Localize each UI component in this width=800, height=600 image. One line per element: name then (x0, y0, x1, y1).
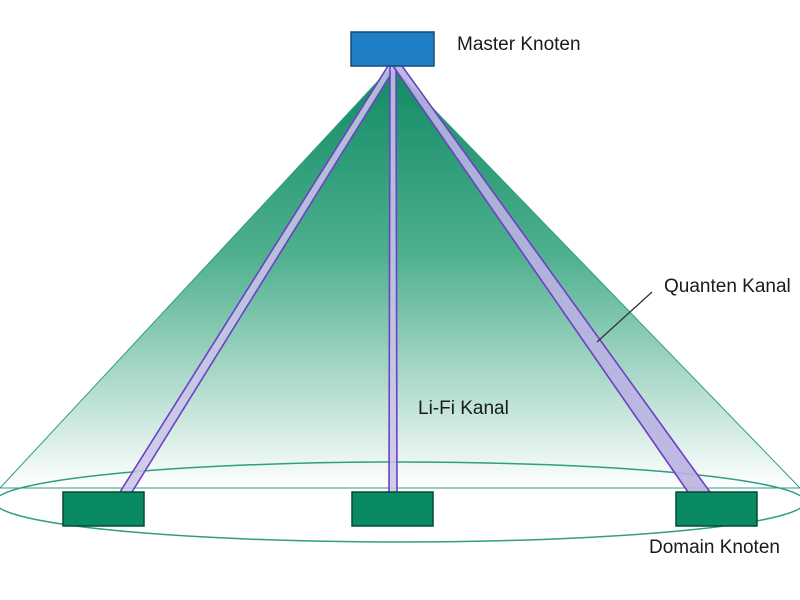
domain-node-left (62, 491, 145, 527)
master-node (350, 31, 435, 67)
domain-node-right (675, 491, 758, 527)
domain-ellipse (0, 461, 800, 543)
domain-node-center (351, 491, 434, 527)
master-node-label: Master Knoten (457, 34, 581, 55)
lifi-channel-label: Li-Fi Kanal (418, 398, 509, 419)
quantum-channel-label: Quanten Kanal (664, 276, 791, 297)
channel-center (388, 65, 398, 493)
channel-right (392, 65, 711, 493)
domain-node-label: Domain Knoten (649, 537, 780, 558)
quantum-label-leader (596, 291, 653, 343)
channel-left (119, 65, 397, 493)
